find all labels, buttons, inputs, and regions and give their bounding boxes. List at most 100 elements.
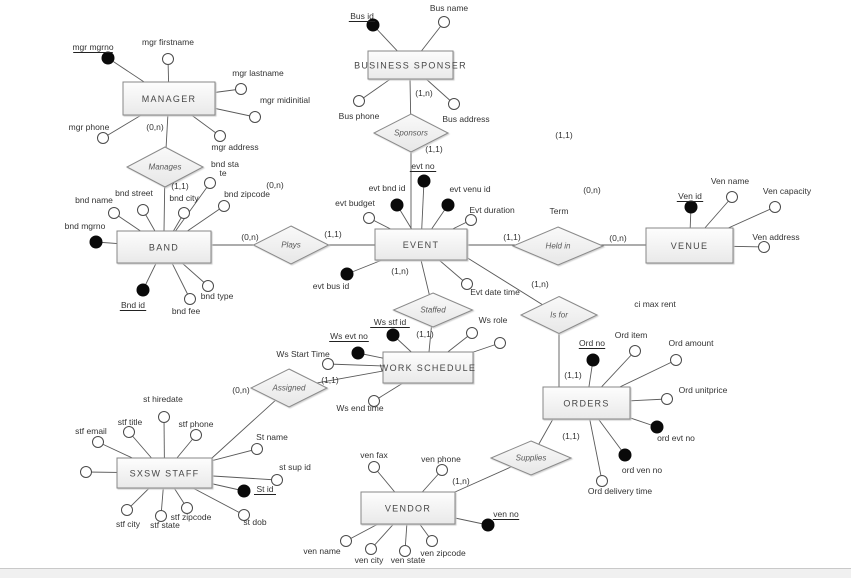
attribute-ord-no[interactable] xyxy=(586,353,600,367)
attribute-bnd-fee[interactable] xyxy=(184,293,196,305)
attribute-label-stf-state: stf state xyxy=(150,520,180,530)
attribute-bus-address[interactable] xyxy=(448,98,460,110)
attribute-ws-end-time[interactable] xyxy=(368,395,380,407)
attribute-ven-capacity[interactable] xyxy=(769,201,781,213)
attribute-label-ven-capacity: Ven capacity xyxy=(763,186,812,196)
relationship-held-in[interactable] xyxy=(511,226,605,266)
attribute-label-ord-unitprice: Ord unitprice xyxy=(679,385,728,395)
attribute-ven-fax[interactable] xyxy=(368,461,380,473)
attribute-ord-evt-no[interactable] xyxy=(650,420,664,434)
attribute-mgr-midinitial[interactable] xyxy=(249,111,261,123)
attribute-bus-phone[interactable] xyxy=(353,95,365,107)
attribute-st-hiredate[interactable] xyxy=(158,411,170,423)
attribute-ord-unitprice[interactable] xyxy=(661,393,673,405)
entity-business-sponser[interactable] xyxy=(367,50,454,80)
attribute-st-sup-id[interactable] xyxy=(271,474,283,486)
floating-label: (1,1) xyxy=(321,375,339,385)
relationship-staffed[interactable] xyxy=(392,292,474,328)
attribute-ven-no[interactable] xyxy=(481,518,495,532)
attribute-ws-role[interactable] xyxy=(466,327,478,339)
entity-manager[interactable] xyxy=(122,81,216,116)
entity-sxsw-staff[interactable] xyxy=(116,457,213,489)
attribute-ord-ven-no[interactable] xyxy=(618,448,632,462)
attribute-evt-no[interactable] xyxy=(417,174,431,188)
attribute-ven-name[interactable] xyxy=(726,191,738,203)
attribute-stf-zipcode[interactable] xyxy=(181,502,193,514)
attribute-evt-date-time[interactable] xyxy=(461,278,473,290)
attribute-label-bnd-name: bnd name xyxy=(75,195,113,205)
attribute-ws-evt-no[interactable] xyxy=(351,346,365,360)
entity-orders[interactable] xyxy=(542,386,631,420)
floating-label: (1,1) xyxy=(564,370,582,380)
attribute-stf-title[interactable] xyxy=(123,426,135,438)
entity-vendor[interactable] xyxy=(360,491,456,525)
attribute-ord-item[interactable] xyxy=(629,345,641,357)
attribute-bnd-id[interactable] xyxy=(136,283,150,297)
floating-label: (1,1) xyxy=(416,329,434,339)
entity-label-vendor: VENDOR xyxy=(385,504,431,514)
attribute-bnd-mgrno[interactable] xyxy=(89,235,103,249)
attribute-bnd-street[interactable] xyxy=(137,204,149,216)
attribute-label-ven-state: ven state xyxy=(391,555,426,565)
attribute-evt-bnd-id[interactable] xyxy=(390,198,404,212)
relationship-is-for[interactable] xyxy=(519,295,599,335)
attribute-mgr-phone[interactable] xyxy=(97,132,109,144)
attribute-label-mgr-midinitial: mgr midinitial xyxy=(260,95,310,105)
attribute-label-stf-city: stf city xyxy=(116,519,141,529)
attribute-bnd-city[interactable] xyxy=(178,207,190,219)
attribute-st-name[interactable] xyxy=(251,443,263,455)
attribute-ord-delivery-time[interactable] xyxy=(596,475,608,487)
attribute-ven-address[interactable] xyxy=(758,241,770,253)
attribute-mgr-lastname[interactable] xyxy=(235,83,247,95)
attribute-evt-bus-id[interactable] xyxy=(340,267,354,281)
attribute-st-dob[interactable] xyxy=(238,509,250,521)
relationship-manages[interactable] xyxy=(125,146,205,188)
relationship-label-held-in: Held in xyxy=(546,242,571,251)
attribute-stf-phone[interactable] xyxy=(190,429,202,441)
attribute-unlabeled[interactable] xyxy=(494,337,506,349)
entity-work-schedule[interactable] xyxy=(382,351,474,384)
attribute-bus-name[interactable] xyxy=(438,16,450,28)
entity-event[interactable] xyxy=(374,228,468,261)
attribute-label-st-id: St id xyxy=(256,484,273,494)
attribute-ven-state[interactable] xyxy=(399,545,411,557)
attribute-evt-duration[interactable] xyxy=(465,214,477,226)
attribute-evt-budget[interactable] xyxy=(363,212,375,224)
attribute-ws-start-time[interactable] xyxy=(322,358,334,370)
attribute-label-ws-role: Ws role xyxy=(479,315,508,325)
attribute-stf-state[interactable] xyxy=(155,510,167,522)
attribute-ven-name[interactable] xyxy=(340,535,352,547)
attribute-bnd-sta[interactable] xyxy=(204,177,216,189)
relationship-sponsors[interactable] xyxy=(372,113,450,153)
attribute-ven-zipcode[interactable] xyxy=(426,535,438,547)
entity-band[interactable] xyxy=(116,230,212,264)
attribute-label-mgr-phone: mgr phone xyxy=(69,122,110,132)
attribute-ord-amount[interactable] xyxy=(670,354,682,366)
floating-label: (0,n) xyxy=(146,122,164,132)
attribute-bus-id[interactable] xyxy=(366,18,380,32)
attribute-ws-stf-id[interactable] xyxy=(386,328,400,342)
attribute-label-ven-fax: ven fax xyxy=(360,450,388,460)
attribute-ven-id[interactable] xyxy=(684,200,698,214)
relationship-assigned[interactable] xyxy=(249,368,329,408)
attribute-stf-city[interactable] xyxy=(121,504,133,516)
attribute-mgr-firstname[interactable] xyxy=(162,53,174,65)
attribute-label-ven-phone: ven phone xyxy=(421,454,461,464)
attribute-bnd-zipcode[interactable] xyxy=(218,200,230,212)
floating-label: (0,n) xyxy=(241,232,259,242)
attribute-bnd-type[interactable] xyxy=(202,280,214,292)
attribute-stf-email[interactable] xyxy=(92,436,104,448)
entity-venue[interactable] xyxy=(645,227,734,264)
relationship-label-sponsors: Sponsors xyxy=(394,129,428,138)
attribute-mgr-mgrno[interactable] xyxy=(101,51,115,65)
attribute-ven-phone[interactable] xyxy=(436,464,448,476)
attribute-mgr-address[interactable] xyxy=(214,130,226,142)
attribute-unlabeled[interactable] xyxy=(80,466,92,478)
attribute-evt-venu-id[interactable] xyxy=(441,198,455,212)
attribute-bnd-name[interactable] xyxy=(108,207,120,219)
relationship-plays[interactable] xyxy=(252,225,330,265)
relationship-supplies[interactable] xyxy=(489,440,573,476)
attribute-ven-city[interactable] xyxy=(365,543,377,555)
attribute-st-id[interactable] xyxy=(237,484,251,498)
attribute-label-ws-end-time: Ws end time xyxy=(336,403,384,413)
